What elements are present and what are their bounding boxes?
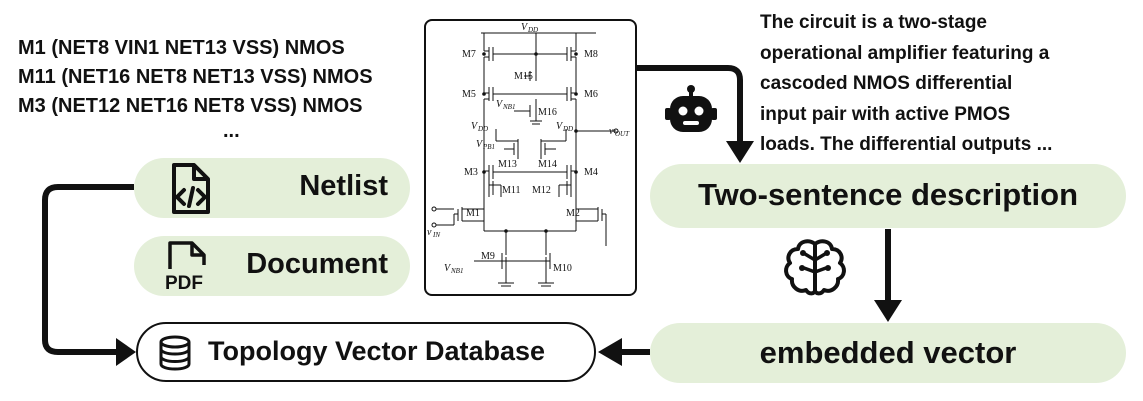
topology-vector-database-node: Topology Vector Database xyxy=(136,322,596,382)
vnb1-bottom-label: V xyxy=(444,263,452,274)
description-line-4: input pair with active PMOS xyxy=(760,103,1011,125)
embedded-vector-node: embedded vector xyxy=(650,323,1126,383)
pdf-file-icon: PDF xyxy=(165,241,206,293)
database-label: Topology Vector Database xyxy=(208,336,546,366)
circuit-schematic: V DD V DD V DD V NB1 V PB1 v OUT v IN V … xyxy=(424,19,637,296)
vdd-right-sub: DD xyxy=(562,125,573,133)
netlist-line-2: M11 (NET16 NET8 NET13 VSS) NMOS xyxy=(18,66,373,88)
netlist-label: Netlist xyxy=(299,170,388,202)
transistor-label: M11 xyxy=(502,185,521,196)
transistor-label: M3 xyxy=(464,167,478,178)
description-line-3: cascoded NMOS differential xyxy=(760,73,1013,94)
description-label: Two-sentence description xyxy=(697,177,1079,212)
vout-label: v xyxy=(609,126,614,137)
transistor-label: M14 xyxy=(538,159,557,170)
code-file-icon xyxy=(172,163,210,214)
document-label: Document xyxy=(246,248,388,280)
transistor-label: M13 xyxy=(498,159,517,170)
pdf-icon-text: PDF xyxy=(165,273,203,293)
transistor-label: M10 xyxy=(553,263,572,274)
vdd-right-label: V xyxy=(556,121,564,132)
vdd-top-sub: DD xyxy=(527,26,538,34)
netlist-node: Netlist xyxy=(134,158,410,218)
netlist-text: M1 (NET8 VIN1 NET13 VSS) NMOS M11 (NET16… xyxy=(18,34,373,142)
transistor-label: M6 xyxy=(584,89,598,100)
transistor-label: M1 xyxy=(466,208,480,219)
transistor-label: M4 xyxy=(584,167,598,178)
brain-icon xyxy=(784,239,846,296)
vin-label: v xyxy=(427,227,432,238)
netlist-line-3: M3 (NET12 NET16 NET8 VSS) NMOS xyxy=(18,95,363,117)
vout-sub: OUT xyxy=(615,130,630,138)
document-node: PDF Document xyxy=(134,236,410,296)
netlist-ellipsis: ... xyxy=(223,120,240,142)
vnb1-bottom-sub: NB1 xyxy=(450,267,463,275)
schematic-to-desc-arrow xyxy=(637,65,743,145)
transistor-label: M5 xyxy=(462,89,476,100)
robot-icon xyxy=(665,85,717,132)
netlist-to-db-arrow xyxy=(42,184,134,355)
vnb1-top-label: V xyxy=(496,99,504,110)
vpb1-sub: PB1 xyxy=(482,143,495,151)
schematic-drawing: V DD V DD V DD V NB1 V PB1 v OUT v IN V … xyxy=(427,22,630,287)
vnb1-top-sub: NB1 xyxy=(502,103,515,111)
transistor-label: M7 xyxy=(462,49,476,60)
vin-sub: IN xyxy=(432,231,440,239)
transistor-label: M2 xyxy=(566,208,580,219)
transistor-label: M12 xyxy=(532,185,551,196)
description-line-2: operational amplifier featuring a xyxy=(760,42,1050,64)
transistor-label: M9 xyxy=(481,251,495,262)
vpb1-label: V xyxy=(476,139,484,150)
embedded-vector-label: embedded vector xyxy=(759,335,1017,370)
description-text: The circuit is a two-stage operational a… xyxy=(760,8,1140,161)
description-line-5: loads. The differential outputs ... xyxy=(760,134,1053,155)
vdd-top-label: V xyxy=(521,22,529,33)
database-icon xyxy=(159,335,191,371)
vdd-left-label: V xyxy=(471,121,479,132)
transistor-label: M8 xyxy=(584,49,598,60)
netlist-line-1: M1 (NET8 VIN1 NET13 VSS) NMOS xyxy=(18,37,345,59)
vdd-left-sub: DD xyxy=(477,125,488,133)
two-sentence-description-node: Two-sentence description xyxy=(650,164,1126,228)
transistor-label: M15 xyxy=(514,71,533,82)
transistor-label: M16 xyxy=(538,107,557,118)
description-line-1: The circuit is a two-stage xyxy=(760,12,987,33)
